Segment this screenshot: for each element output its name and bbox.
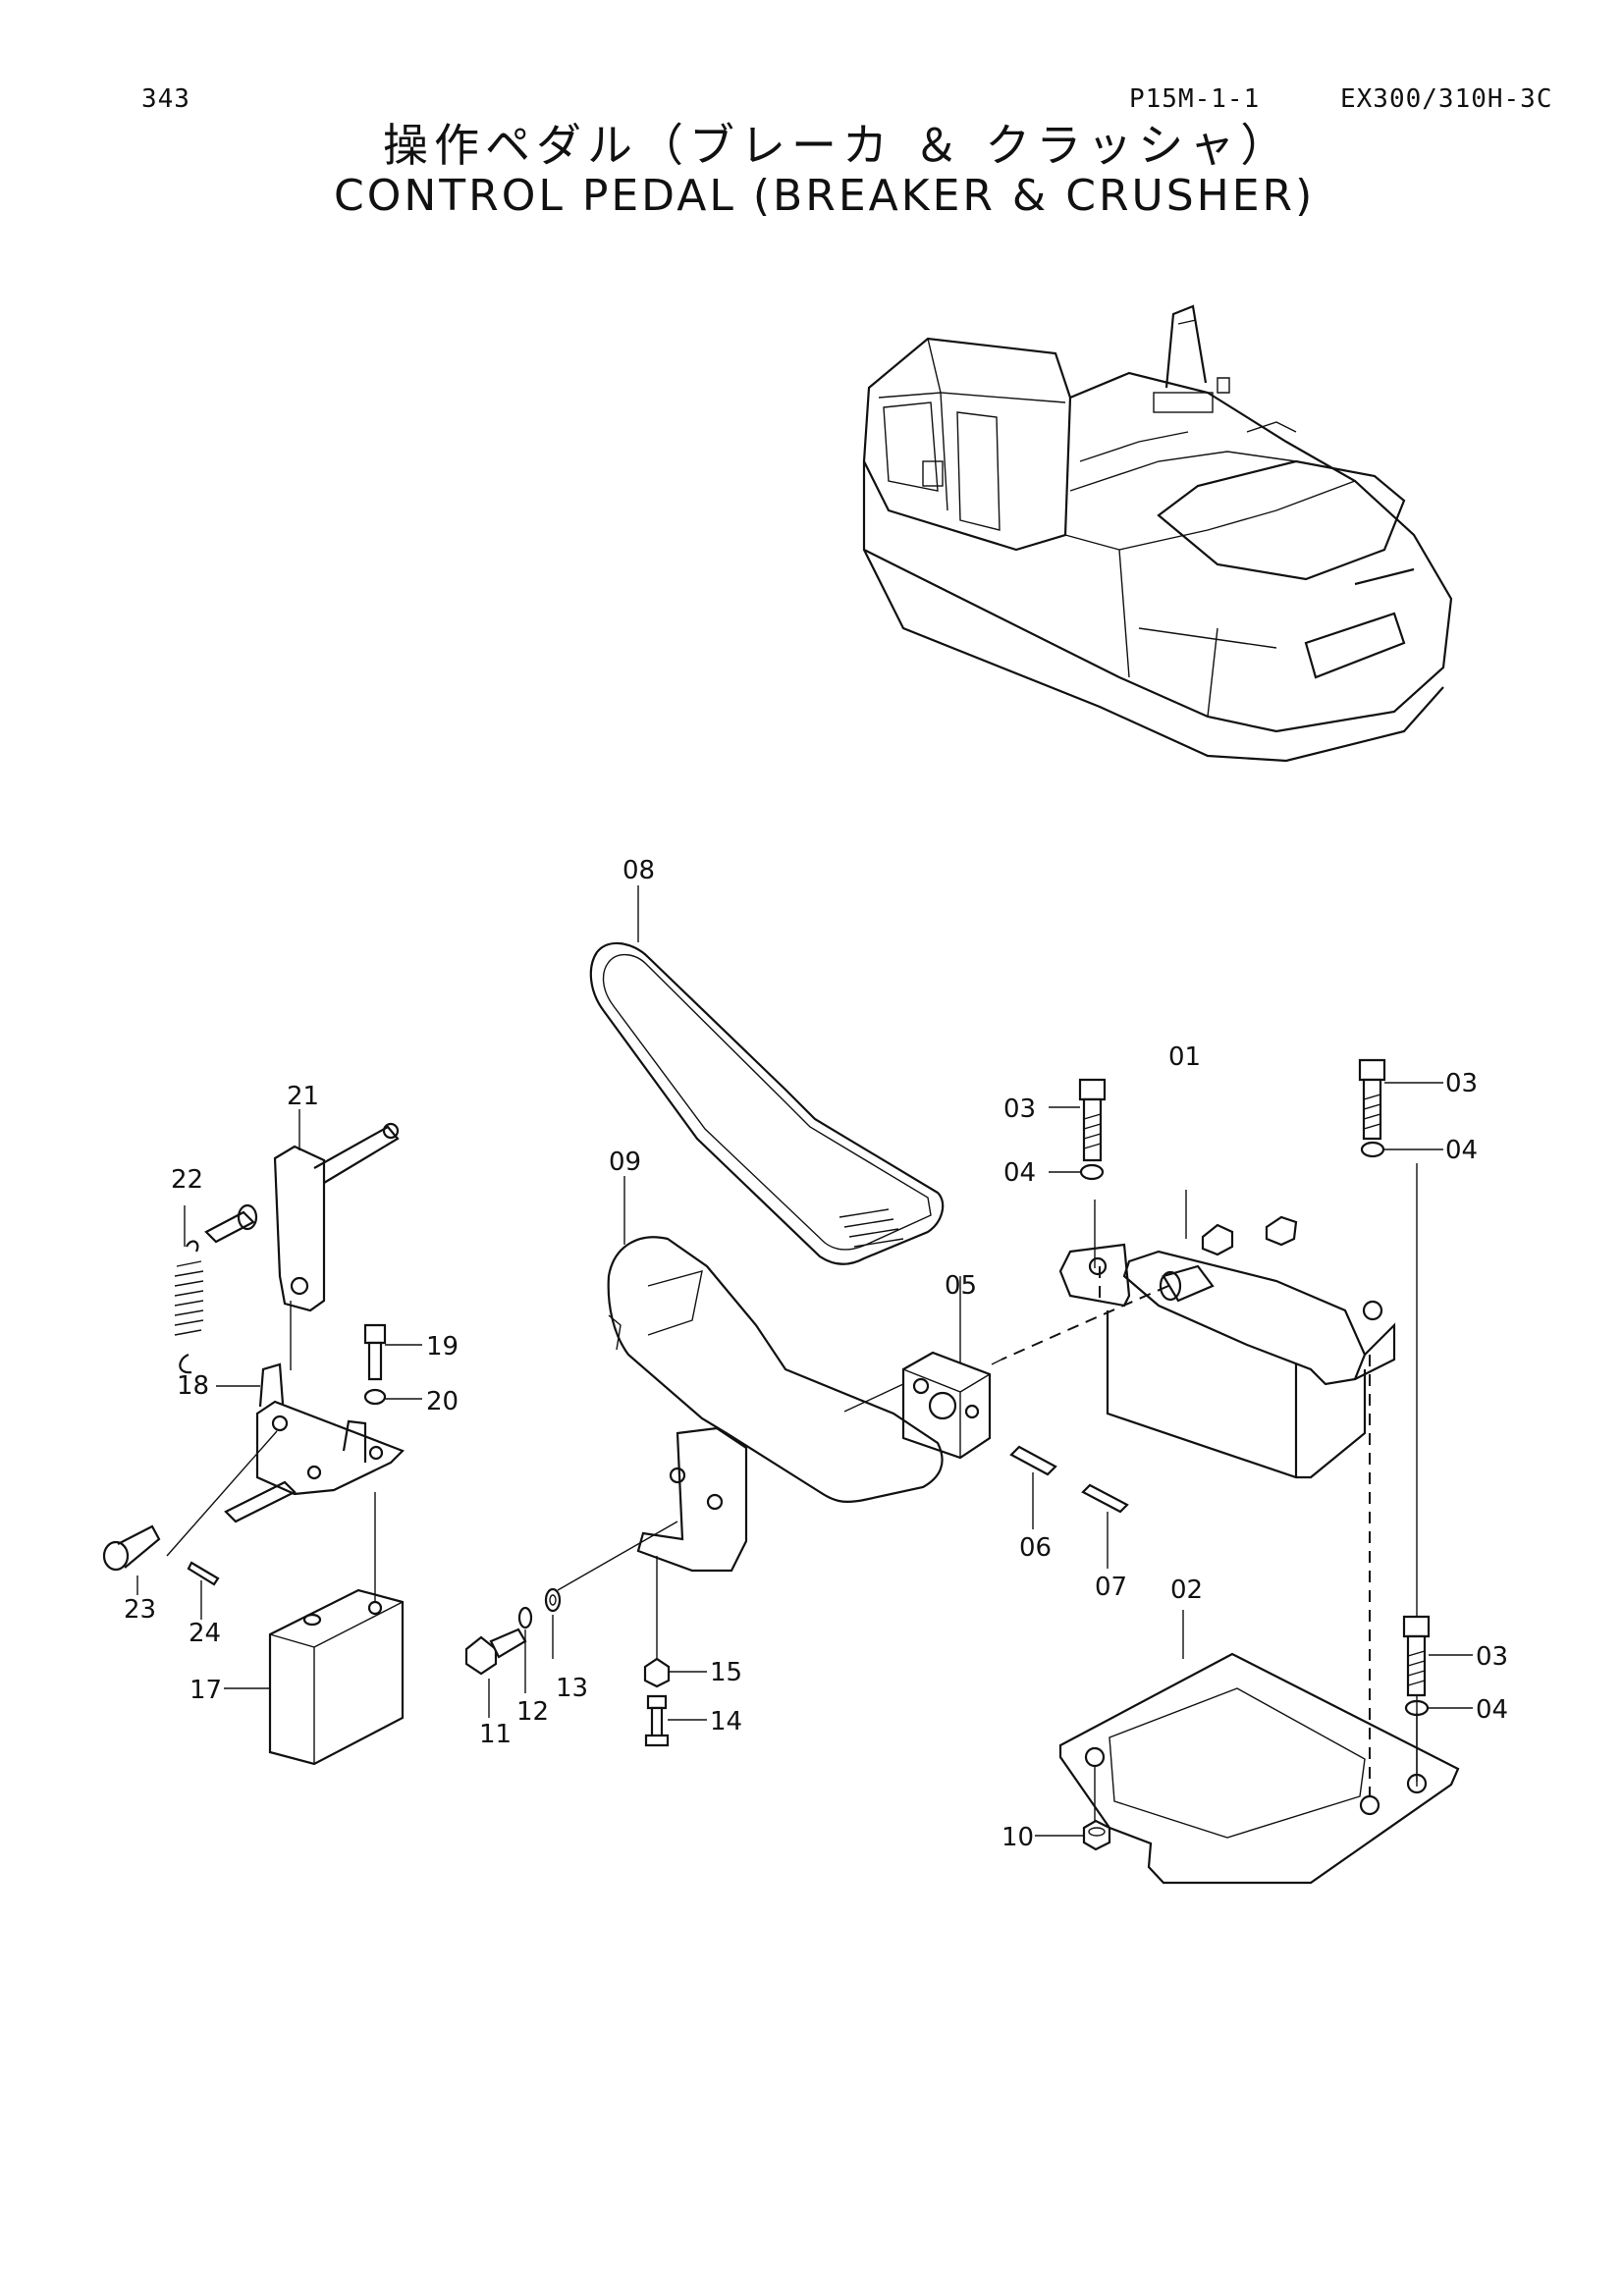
assembly-guide-lines xyxy=(557,1163,1418,1826)
part-19-bolt xyxy=(363,1323,422,1381)
label-17: 17 xyxy=(189,1676,222,1705)
label-24: 24 xyxy=(189,1619,221,1648)
part-24-cotter-pin xyxy=(187,1561,220,1620)
part-04-washers xyxy=(1049,1141,1473,1717)
figure-code: P15M-1-1 xyxy=(1129,84,1261,114)
part-14-bolt xyxy=(644,1694,707,1747)
part-18-bracket xyxy=(166,1301,405,1557)
label-07: 07 xyxy=(1095,1573,1127,1602)
label-19: 19 xyxy=(426,1332,459,1362)
label-05: 05 xyxy=(945,1271,977,1301)
part-21-arm xyxy=(273,1109,400,1312)
label-22: 22 xyxy=(171,1165,203,1195)
label-11: 11 xyxy=(479,1720,512,1749)
part-23-pin xyxy=(102,1524,161,1595)
part-20-washer xyxy=(363,1388,422,1406)
label-23: 23 xyxy=(124,1595,156,1625)
part-06-pin xyxy=(1009,1445,1057,1529)
label-09: 09 xyxy=(609,1148,641,1177)
label-03c: 03 xyxy=(1476,1642,1508,1672)
label-03b: 03 xyxy=(1445,1069,1478,1098)
label-15: 15 xyxy=(710,1658,742,1687)
model-number: EX300/310H-3C xyxy=(1340,84,1553,114)
part-05-block xyxy=(901,1276,992,1460)
title-japanese: 操作ペダル（ブレーカ ＆ クラッシャ） xyxy=(383,119,1292,172)
part-07-pin xyxy=(1081,1483,1129,1569)
part-10-nut xyxy=(1035,1819,1111,1851)
part-12-washer xyxy=(517,1606,533,1693)
page-number: 343 xyxy=(141,84,190,114)
label-13: 13 xyxy=(556,1674,588,1703)
label-04b: 04 xyxy=(1445,1136,1478,1165)
label-04a: 04 xyxy=(1003,1158,1036,1188)
label-02: 02 xyxy=(1170,1575,1203,1605)
part-15-nut xyxy=(643,1657,707,1688)
label-14: 14 xyxy=(710,1707,742,1736)
part-labels: 01 02 03 03 03 04 04 04 05 06 07 08 09 1… xyxy=(124,856,1508,1852)
part-01-pilot-valve xyxy=(1058,1190,1396,1479)
label-04c: 04 xyxy=(1476,1695,1508,1725)
label-08: 08 xyxy=(622,856,655,885)
part-08-pedal-pad xyxy=(589,885,945,1265)
part-03-bolts xyxy=(1049,1058,1473,1697)
label-03a: 03 xyxy=(1003,1095,1036,1124)
label-12: 12 xyxy=(516,1697,549,1727)
label-21: 21 xyxy=(287,1082,319,1111)
title-english: CONTROL PEDAL (BREAKER & CRUSHER) xyxy=(334,171,1316,221)
part-22-spring xyxy=(174,1203,258,1374)
label-01: 01 xyxy=(1168,1042,1201,1072)
part-17-block xyxy=(224,1492,405,1766)
label-18: 18 xyxy=(177,1371,209,1401)
part-13-washer xyxy=(544,1587,562,1659)
part-02-plate xyxy=(1058,1610,1460,1885)
part-09-pedal-lever xyxy=(607,1176,944,1573)
label-10: 10 xyxy=(1001,1823,1034,1852)
label-06: 06 xyxy=(1019,1533,1052,1563)
label-20: 20 xyxy=(426,1387,459,1416)
excavator-illustration xyxy=(862,304,1453,763)
